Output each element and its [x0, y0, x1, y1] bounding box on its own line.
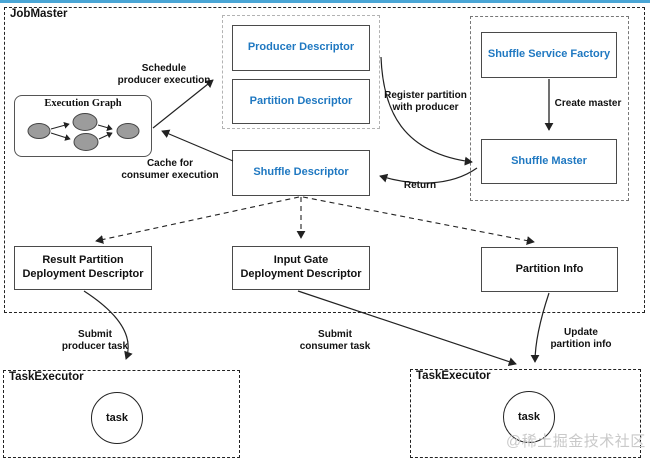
partition-info-box: Partition Info — [481, 247, 618, 292]
task-circle-right: task — [503, 391, 555, 443]
cache-consumer-label: Cache for consumer execution — [121, 158, 219, 181]
input-gate-deployment-descriptor-box: Input Gate Deployment Descriptor — [232, 246, 370, 290]
producer-descriptor-box: Producer Descriptor — [232, 25, 370, 71]
shuffle-descriptor-box: Shuffle Descriptor — [232, 150, 370, 196]
schedule-producer-label: Schedule producer execution — [117, 63, 211, 86]
register-partition-label: Register partition with producer — [384, 90, 467, 113]
watermark-text: @稀土掘金技术社区 — [506, 433, 646, 450]
shuffle-master-box: Shuffle Master — [481, 139, 617, 184]
task-circle-left: task — [91, 392, 143, 444]
partition-descriptor-box: Partition Descriptor — [232, 79, 370, 124]
return-label: Return — [403, 180, 437, 191]
task-executor-right-label: TaskExecutor — [416, 370, 491, 382]
execution-graph-title: Execution Graph — [44, 98, 122, 109]
update-partition-label: Update partition info — [550, 327, 612, 350]
jobmaster-label: JobMaster — [10, 8, 68, 20]
submit-producer-label: Submit producer task — [61, 329, 129, 352]
top-accent-bar — [0, 0, 650, 3]
create-master-label: Create master — [554, 98, 622, 109]
task-executor-left-label: TaskExecutor — [9, 371, 84, 383]
submit-consumer-label: Submit consumer task — [299, 329, 371, 352]
result-partition-deployment-descriptor-box: Result Partition Deployment Descriptor — [14, 246, 152, 290]
task-executor-left-container — [3, 370, 240, 458]
task-executor-right-container — [410, 369, 641, 458]
descriptor-group — [222, 15, 380, 129]
shuffle-service-factory-box: Shuffle Service Factory — [481, 32, 617, 78]
execution-graph-box: Execution Graph — [14, 95, 152, 157]
